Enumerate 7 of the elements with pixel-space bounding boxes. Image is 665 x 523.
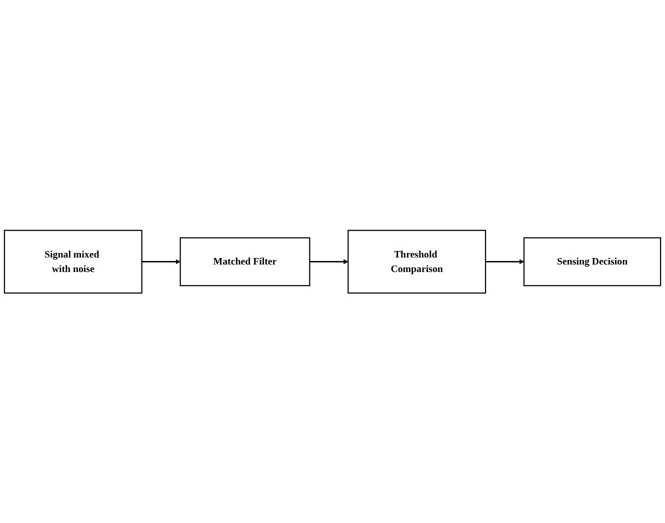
arrow bbox=[486, 259, 524, 264]
node-box: Threshold Comparison bbox=[348, 230, 486, 294]
arrow bbox=[310, 259, 348, 264]
arrow bbox=[142, 259, 180, 264]
node-box: Matched Filter bbox=[180, 237, 310, 286]
node-box: Signal mixed with noise bbox=[4, 230, 142, 294]
node-box: Sensing Decision bbox=[523, 237, 662, 286]
